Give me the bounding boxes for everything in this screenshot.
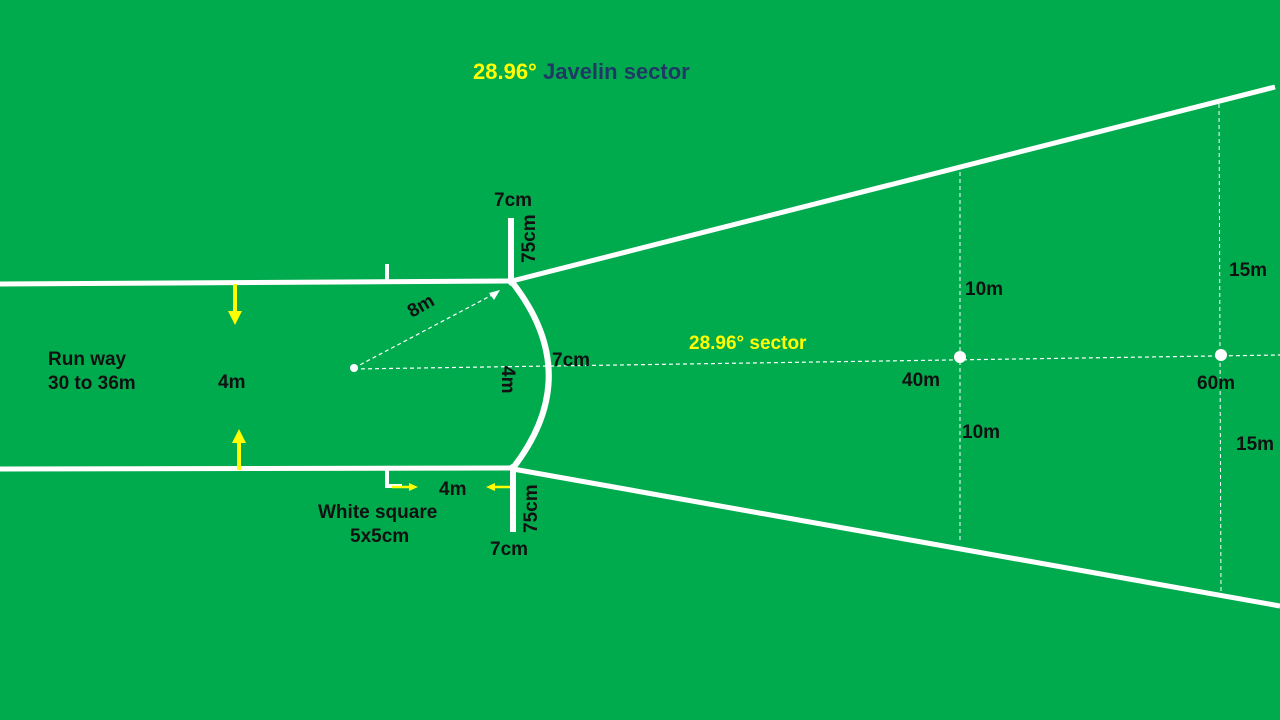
marker-60m-dot — [1215, 349, 1227, 361]
center-line — [353, 354, 1280, 370]
arrowhead-up-icon — [232, 429, 246, 443]
sector-top-line — [511, 84, 1276, 284]
half-width-15m-top-label: 15m — [1229, 260, 1267, 281]
title-angle: 28.96° — [473, 59, 537, 84]
runway-width-label: 4m — [218, 372, 245, 393]
bottom-board-length-label: 75cm — [521, 484, 542, 533]
runway-top-line — [0, 278, 513, 287]
arrowhead-down-icon — [228, 311, 242, 325]
distance-60m-label: 60m — [1197, 373, 1235, 394]
radius-line — [353, 293, 495, 369]
half-width-10m-bottom-label: 10m — [962, 422, 1000, 443]
radius-label: 8m — [404, 290, 438, 322]
white-square-bottom-marker — [385, 470, 402, 488]
runway-length-label: 30 to 36m — [48, 373, 136, 394]
top-board-length-label: 75cm — [519, 214, 540, 263]
half-width-15m-bottom-label: 15m — [1236, 434, 1274, 455]
sector-angle-label: 28.96° sector — [689, 333, 807, 354]
arc-width-label: 7cm — [552, 350, 590, 371]
marker-40m-dot — [954, 351, 966, 363]
arrowhead-left-icon — [486, 483, 495, 491]
arrowhead-right-icon — [409, 483, 418, 491]
throwing-arc — [509, 280, 552, 470]
half-width-10m-top-label: 10m — [965, 279, 1003, 300]
title: 28.96° Javelin sector — [473, 59, 690, 84]
arc-chord-label: 4m — [497, 366, 518, 393]
bottom-board-width-label: 7cm — [490, 539, 528, 560]
radius-arrowhead — [489, 290, 500, 300]
white-square-size-label: 5x5cm — [350, 526, 409, 547]
sector-bottom-line — [512, 466, 1280, 609]
title-text: Javelin sector — [543, 59, 690, 84]
white-square-label: White square — [318, 502, 437, 523]
arc-center-point — [350, 364, 358, 372]
top-board-width-label: 7cm — [494, 190, 532, 211]
runway-bottom-line — [0, 465, 513, 472]
runway-title-label: Run way — [48, 349, 127, 370]
distance-40m-label: 40m — [902, 370, 940, 391]
marker-gap-label: 4m — [439, 479, 466, 500]
